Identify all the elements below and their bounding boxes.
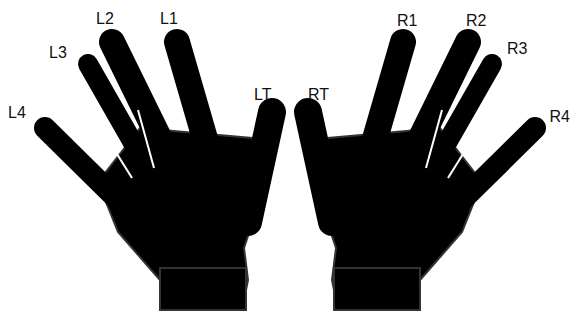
left-hand	[45, 42, 272, 310]
finger-label: L1	[160, 10, 178, 28]
finger-label: RT	[308, 86, 329, 104]
finger-label: L4	[8, 104, 26, 122]
finger-label: R4	[550, 108, 570, 126]
right-hand	[308, 42, 535, 310]
finger-label: R2	[466, 12, 486, 30]
finger-label: L2	[96, 10, 114, 28]
finger-label: LT	[254, 86, 271, 104]
finger-label: R1	[397, 12, 417, 30]
finger-label: L3	[49, 44, 67, 62]
finger-label: R3	[507, 40, 527, 58]
